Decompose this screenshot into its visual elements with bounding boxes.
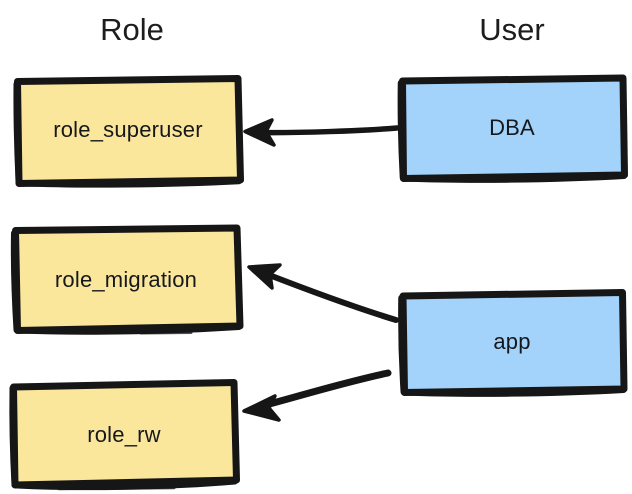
node-app-shape: [398, 289, 628, 397]
node-role-migration[interactable]: role_migration: [6, 222, 246, 338]
column-header-user: User: [479, 12, 545, 47]
edge-dba-to-role-superuser: [243, 118, 400, 147]
node-app-label: app: [493, 329, 531, 354]
node-role-migration-label: role_migration: [54, 267, 198, 292]
column-header-role: Role: [100, 12, 164, 47]
edge-app-to-role-migration: [247, 263, 399, 323]
node-role-rw-label: role_rw: [87, 422, 161, 447]
edge-app-to-role-rw: [242, 369, 392, 422]
node-dba-shape: [397, 74, 628, 183]
node-role-superuser-label: role_superuser: [53, 117, 203, 142]
node-dba-label: DBA: [489, 115, 535, 140]
node-role-rw-shape: [9, 379, 240, 491]
node-role-migration-shape: [10, 224, 244, 335]
node-dba[interactable]: DBA: [394, 70, 630, 186]
node-role-rw[interactable]: role_rw: [4, 376, 244, 494]
node-role-superuser-shape: [13, 75, 244, 188]
node-role-superuser[interactable]: role_superuser: [10, 72, 246, 188]
node-app[interactable]: app: [394, 284, 630, 400]
